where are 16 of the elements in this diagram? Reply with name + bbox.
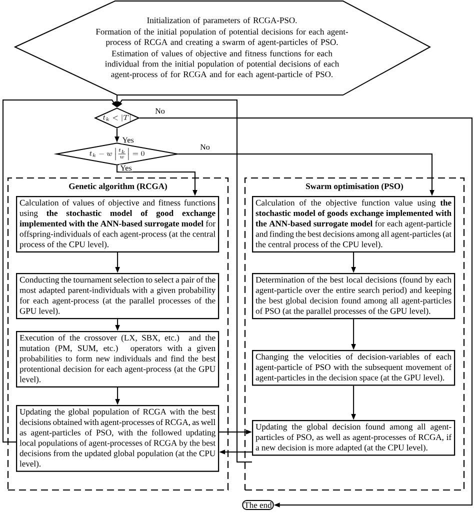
process-box: Calculation of values of objective and fitness functions using the stochastic model of good exchange implemented with the ANN-based surrogate model for offspring-individuals of each agent-process (at the central process of the CPU level). [16,196,220,252]
process-box: Changing the velocities of decision-variables of each agent-particle of PSO with the subsequent movement of agent-particles in the decision space (at the GPU level). [252,350,456,386]
arrow [2,100,117,442]
edge-label: Yes [120,165,132,171]
arrow [117,100,252,462]
edge-label: No [200,144,210,150]
process-box: Calculation of the objective function value using the stochastic model of goods exchange implemented with the ANN-based surrogate model for each agent-particle and finding the best decisions among all agent-particles (at the central process of the CPU level). [252,196,456,252]
process-box: Determination of the best local decisions (found by each agent-particle over the entire search period) and keeping the best global decision found among all agent-particles of PSO (at the parallel processes of the GPU level). [252,273,456,320]
process-box: Updating the global population of RCGA with the best decisions obtained with agent-processes of RCGA, as well as agent-particles of PSO, with the followed updating local populations of agent-processes of RCGA by the best decisions from the updated global population (at the CPU level). [16,405,220,472]
process-box: Execution of the crossover (LX, SBX, etc.) and the mutation (PM, SUM, etc.) operators with a given probabilities to form new individuals and find the best protentional decision for each agent-process (at the GPU level). [16,331,220,388]
process-box: Updating the global decision found among all agent-particles of PSO, as well as agent-processes of RCGA, if a new decision is more adapted (at the CPU level). [252,420,456,456]
edge-label: No [155,108,165,114]
process-box: Conducting the tournament selection to select a pair of the most adapted parent-individuals with a given probability for each agent-process (at the parallel processes of the GPU level). [16,273,220,320]
arrow [139,118,472,508]
edge-label: Yes [122,137,134,143]
end-terminal: The end [242,500,274,510]
